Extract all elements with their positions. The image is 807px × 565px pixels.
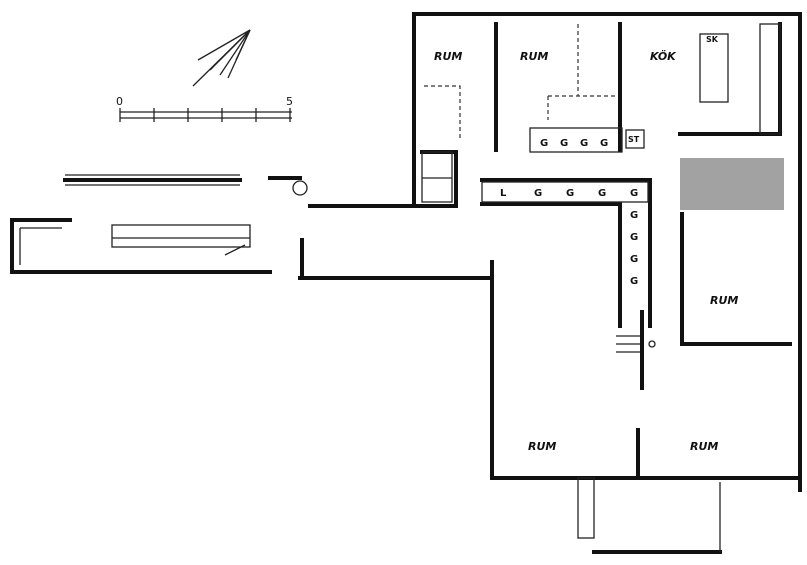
cabinet-label-g: G <box>630 232 638 243</box>
entrance-porch <box>577 477 722 554</box>
closet <box>421 151 453 203</box>
exterior-walls <box>298 12 802 492</box>
scale-bar: 0 5 <box>116 95 293 122</box>
outbuilding <box>10 174 308 280</box>
cabinet-label-g: G <box>534 188 542 199</box>
cabinet-label-g: G <box>630 254 638 265</box>
room-label-kok: KÖK <box>650 49 677 63</box>
room-label-rum-top-left: RUM <box>434 50 462 63</box>
room-label-rum-bottom-left: RUM <box>528 440 556 453</box>
scale-start-label: 0 <box>116 95 123 108</box>
scale-end-label: 5 <box>286 95 293 108</box>
cabinet-label-g: G <box>580 138 588 149</box>
cabinet-label-g: G <box>560 138 568 149</box>
cabinet-label-g: G <box>630 188 638 199</box>
room-label-rum-bottom-right: RUM <box>690 440 718 453</box>
cabinet-label-g: G <box>540 138 548 149</box>
interior-walls <box>420 22 792 480</box>
cabinet-label-l: L <box>500 188 507 199</box>
fixture-label-st: ST <box>628 135 640 144</box>
cabinet-label-g: G <box>630 210 638 221</box>
cabinet-label-g: G <box>598 188 606 199</box>
room-label-rum-right: RUM <box>710 294 738 307</box>
room-label-rum-top-mid: RUM <box>520 50 548 63</box>
dashed-lines <box>424 24 616 140</box>
north-arrow-icon <box>192 29 251 87</box>
cabinet-label-g: G <box>630 276 638 287</box>
stairs <box>616 335 656 353</box>
fixture-label-sk: SK <box>706 35 719 44</box>
cabinet-label-g: G <box>566 188 574 199</box>
kitchen-counter <box>529 23 784 210</box>
cabinet-label-g: G <box>600 138 608 149</box>
